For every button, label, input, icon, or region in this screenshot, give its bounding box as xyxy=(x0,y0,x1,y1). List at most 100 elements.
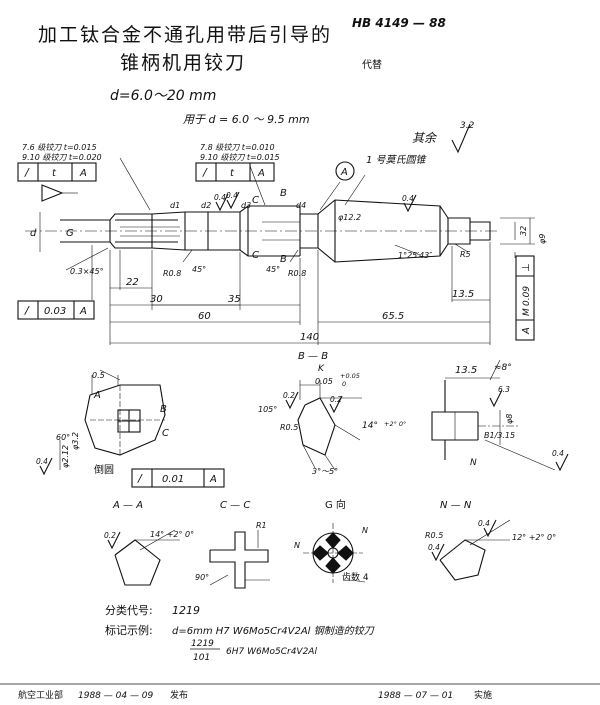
dim-roughness-a: 0.4 xyxy=(214,193,226,202)
note-right-2: 9.10 级铰刀 t=0.015 xyxy=(200,153,280,162)
standard-number: HB 4149 — 88 xyxy=(352,16,446,30)
sec-left-fcf-value: 0.01 xyxy=(162,474,184,485)
footer-issuer: 航空工业部 xyxy=(18,689,63,701)
view-g-teeth: 齿数 4 xyxy=(342,571,369,583)
view-nn-04-a: 0.4 xyxy=(428,543,440,552)
sec-right-b1: B1/3.15 xyxy=(484,431,515,440)
note-left-2: 9.10 级铰刀 t=0.020 xyxy=(22,153,102,162)
dim-g: G xyxy=(66,228,74,239)
dim-taper-angle: 1°25′43″ xyxy=(398,251,432,260)
sec-left-fcf-ref: A xyxy=(209,474,217,485)
dim-r08-a: R0.8 xyxy=(163,269,181,278)
sec-bb-label: B — B xyxy=(298,351,328,362)
view-aa-02: 0.2 xyxy=(104,531,116,540)
dim-chamfer: 0.3×45° xyxy=(70,267,104,276)
sec-left-dim-c: C xyxy=(162,428,169,439)
dim-b-bot: B xyxy=(280,254,287,265)
classification-code-value: 1219 xyxy=(172,604,200,617)
dim-60: 60 xyxy=(198,311,211,322)
note-right-1: 7.8 级铰刀 t=0.010 xyxy=(200,143,275,152)
sec-left-dim-a: A xyxy=(93,390,101,401)
dim-phi9: φ9 xyxy=(538,234,547,244)
dim-65-5: 65.5 xyxy=(382,311,404,322)
sec-right-63: 6.3 xyxy=(498,385,510,394)
view-nn-12: 12° +2° 0° xyxy=(512,533,556,542)
dim-r5: R5 xyxy=(460,250,471,259)
dim-45-b: 45° xyxy=(266,265,280,274)
sec-left-dim-05: 0.5 xyxy=(92,371,105,380)
fcf-left-t: t xyxy=(52,168,57,179)
fcf-runout-ref: A xyxy=(79,306,87,317)
sec-bb-14: 14° xyxy=(362,421,378,431)
dim-roughness-c: 0.4 xyxy=(402,194,414,203)
sec-bb-tol-lower: 0 xyxy=(342,380,346,388)
sec-left-phi32: φ3.2 xyxy=(71,432,80,450)
marking-example-text: d=6mm H7 W6Mo5Cr4V2Al 钢制造的铰刀 xyxy=(172,625,375,637)
dim-30: 30 xyxy=(150,294,163,305)
fcf-right-sym: / xyxy=(202,166,208,179)
sec-right-8deg: ≈8° xyxy=(494,363,512,373)
dim-22: 22 xyxy=(126,277,139,288)
replaces-label: 代替 xyxy=(362,60,382,71)
fcf-left-sym: / xyxy=(24,166,30,179)
sec-left-fcf-sym: / xyxy=(137,472,143,485)
title-line-1: 加工钛合金不通孔用带后引导的 xyxy=(38,24,333,46)
marking-example-label: 标记示例: xyxy=(105,623,153,637)
dim-d1: d1 xyxy=(170,201,180,210)
dim-phi122: φ12.2 xyxy=(338,213,361,222)
fcf-runout-value: 0.03 xyxy=(44,306,66,317)
marking-fraction-bottom: 101 xyxy=(193,653,210,663)
sec-left-phi212: φ2.12 xyxy=(61,445,70,468)
view-g-n2: N xyxy=(362,526,368,535)
footer-effective-date: 1988 — 07 — 01 xyxy=(378,691,453,701)
sec-right-04: 0.4 xyxy=(552,449,564,458)
dim-d2: d2 xyxy=(201,201,211,210)
sec-bb-14-tol: +2° 0° xyxy=(384,420,406,428)
view-cc-label: C — C xyxy=(220,500,250,511)
sec-left-dim-60: 60° xyxy=(56,433,70,442)
fcf-right-a: A xyxy=(257,168,265,179)
dim-b-top: B xyxy=(280,188,287,199)
sec-bb-02-a: 0.2 xyxy=(283,391,295,400)
surface-rest-value: 3.2 xyxy=(460,121,475,131)
view-nn-r05: R0.5 xyxy=(425,531,443,540)
datum-a-circle-label: A xyxy=(340,167,348,178)
sec-bb-105: 105° xyxy=(258,405,277,414)
sec-bb-r05: R0.5 xyxy=(280,423,298,432)
view-aa-14: 14° +2° 0° xyxy=(150,530,194,539)
dim-13-5: 13.5 xyxy=(452,289,474,300)
sec-left-dim-b: B xyxy=(160,404,167,415)
dim-d4: d4 xyxy=(296,201,306,210)
dim-r08-b: R0.8 xyxy=(288,269,306,278)
footer-effective-label: 实施 xyxy=(474,689,492,701)
dim-32: 32 xyxy=(519,226,528,236)
marking-code: 6H7 W6Mo5Cr4V2Al xyxy=(226,647,317,657)
fcf-right-t: t xyxy=(230,168,235,179)
fcf-runout-sym: / xyxy=(24,304,30,317)
sec-left-chamfer-label: 倒圆 xyxy=(94,464,114,476)
dim-d: d xyxy=(30,228,37,239)
classification-code-label: 分类代号: xyxy=(105,603,153,617)
sec-left-dim-04: 0.4 xyxy=(36,457,48,466)
sec-right-n: N xyxy=(470,458,477,468)
sec-bb-tol-upper: +0.05 xyxy=(340,372,360,380)
dim-c-bot: C xyxy=(252,250,259,261)
sec-right-phi8: φ8 xyxy=(505,414,514,424)
morse-taper-label: 1 号莫氏圆锥 xyxy=(366,154,428,166)
dim-roughness-b: 0.4 xyxy=(226,191,238,200)
view-g-label: G 向 xyxy=(325,498,346,511)
dim-d3: d3 xyxy=(241,201,251,210)
footer-issue-label: 发布 xyxy=(170,689,188,701)
sec-bb-02-b: 0.2 xyxy=(330,395,342,404)
note-left-1: 7.6 级铰刀 t=0.015 xyxy=(22,143,97,152)
dim-35: 35 xyxy=(228,294,241,305)
view-nn-04-b: 0.4 xyxy=(478,519,490,528)
sec-right-135: 13.5 xyxy=(455,365,477,376)
dim-45-a: 45° xyxy=(192,265,206,274)
view-cc-r1: R1 xyxy=(256,521,267,530)
marking-fraction-top: 1219 xyxy=(191,639,214,649)
diameter-range: d=6.0～20 mm xyxy=(110,88,217,104)
view-cc-90: 90° xyxy=(195,573,209,582)
fcf-perp-m: M xyxy=(522,308,532,316)
